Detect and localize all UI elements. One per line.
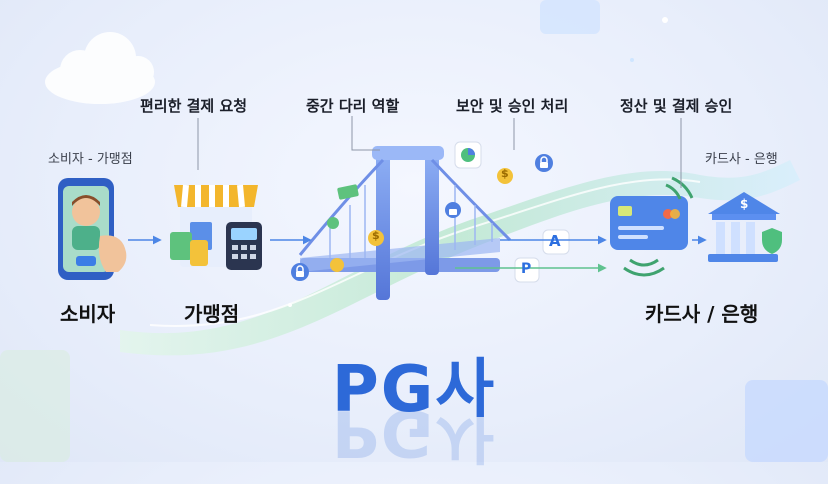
flow-path-highlight: [149, 178, 701, 327]
coin-icon: [327, 217, 339, 229]
page-title: PG사: [331, 353, 497, 427]
store-icon: [170, 184, 262, 270]
label-card-bank: 카드사 / 은행: [645, 302, 759, 326]
label-merchant: 가맹점: [184, 302, 240, 326]
label-consumer: 소비자: [60, 302, 116, 326]
sparkle: [662, 17, 668, 23]
caption-security: 보안 및 승인 처리: [456, 97, 569, 115]
lock-icon: [291, 263, 309, 281]
coin-symbol: $: [501, 167, 509, 180]
caption-payment-request: 편리한 결제 요청: [140, 97, 248, 115]
chart-tile-icon: [454, 141, 482, 169]
bg-cube-top: [540, 0, 600, 34]
coin-icon: [497, 168, 513, 184]
badge-p-tile: [514, 257, 540, 283]
caption-settlement: 정산 및 결제 승인: [620, 97, 733, 115]
lock-icon: [445, 202, 461, 218]
diagram-canvas: [0, 0, 828, 462]
badge-a-letter: A: [549, 232, 561, 250]
coin-icon: [368, 230, 384, 246]
sparkle: [288, 303, 292, 307]
caption-consumer-merchant: 소비자 - 가맹점: [48, 152, 133, 167]
bg-cube-bottom-right: [745, 380, 828, 462]
bridge-icon: [298, 146, 512, 300]
coin-icon: [330, 258, 344, 272]
smartphone-icon: [58, 178, 127, 280]
bank-icon: [708, 192, 782, 262]
lock-icon: [535, 154, 553, 172]
bg-cube-bottom-left: [0, 350, 70, 462]
caption-bridge-role: 중간 다리 역할: [306, 97, 400, 115]
connector-bridge: [351, 116, 380, 151]
banknote-icon: [337, 184, 359, 200]
badge-p-letter: P: [521, 261, 532, 277]
credit-card-icon: [610, 176, 694, 277]
caption-card-bank: 카드사 - 은행: [705, 152, 778, 167]
page-title-reflection: PG사: [331, 395, 497, 469]
badge-a-tile: [542, 229, 570, 255]
sparkle: [630, 58, 634, 62]
bank-dollar-symbol: $: [740, 197, 749, 211]
cloud-icon: [45, 32, 155, 104]
coin-symbol: $: [372, 229, 380, 242]
